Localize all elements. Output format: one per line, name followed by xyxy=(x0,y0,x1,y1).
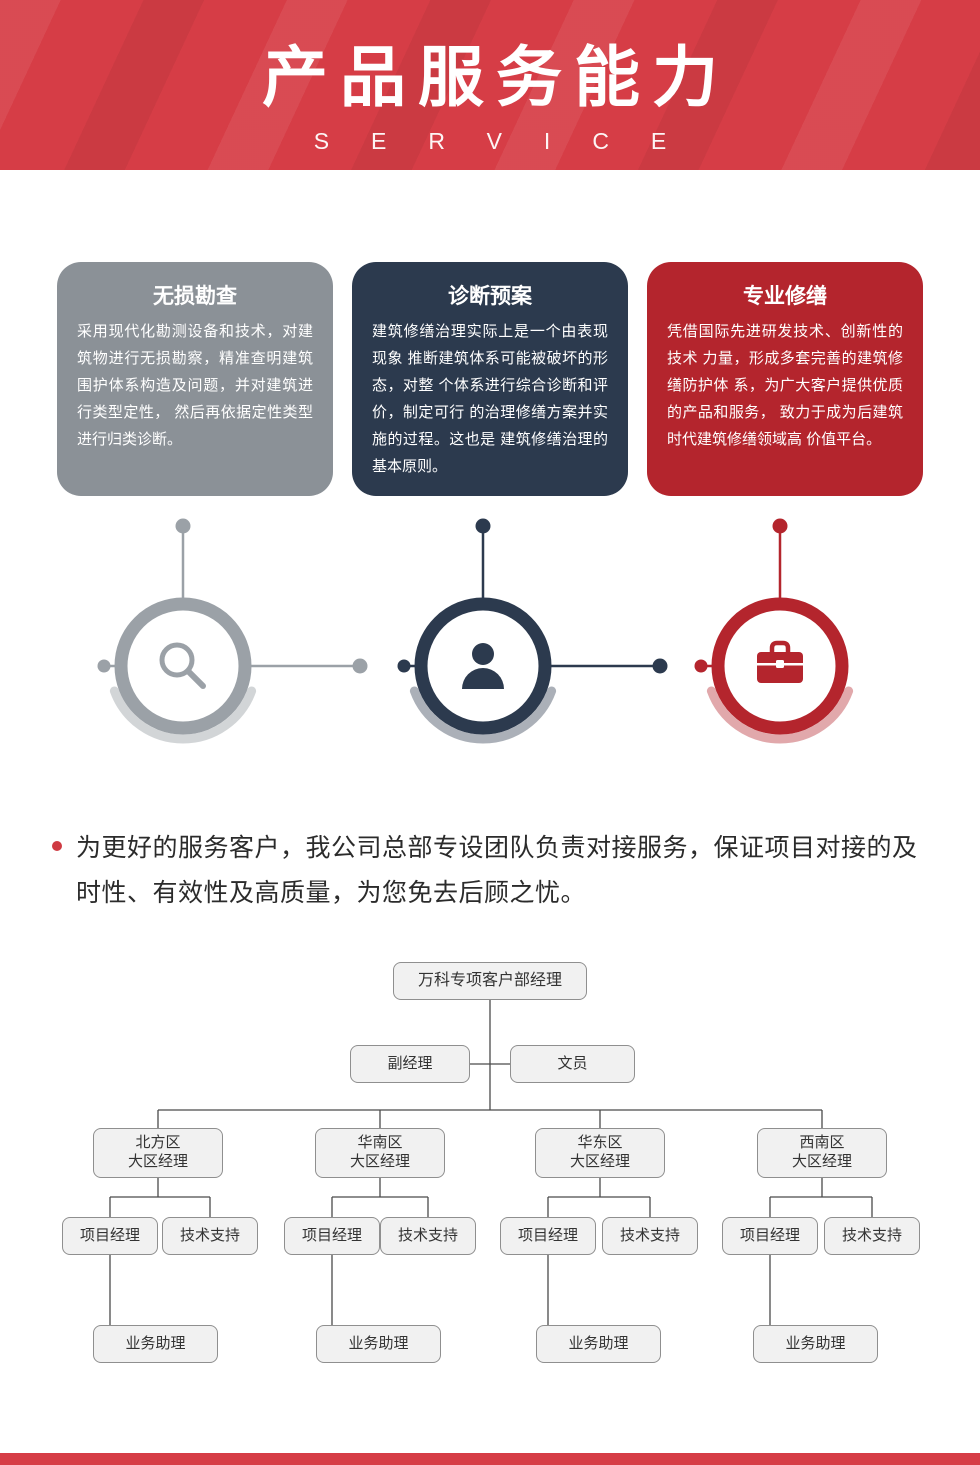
bullet-dot xyxy=(52,841,62,851)
icon-group-repair xyxy=(694,518,854,744)
org-node-ts-2: 技术支持 xyxy=(380,1217,476,1255)
org-node-label: 大区经理 xyxy=(349,1153,410,1170)
org-node-pm-2: 项目经理 xyxy=(284,1217,380,1255)
card-nondestructive-survey: 无损勘查 采用现代化勘测设备和技术，对建筑物进行无损勘察，精准查明建筑围护体系构… xyxy=(57,262,333,496)
card-body: 建筑修缮治理实际上是一个由表现现象 推断建筑体系可能被破坏的形态，对整 个体系进… xyxy=(372,323,608,475)
org-node-label: 北方区 xyxy=(135,1134,181,1152)
org-node-label: 西南区 xyxy=(799,1134,845,1152)
org-node-assistant-1: 业务助理 xyxy=(93,1325,218,1363)
org-chart: 万科专项客户部经理 副经理 文员 北方区 大区经理 华南区 大区经理 华东区 大… xyxy=(0,940,980,1365)
org-node-assistant-2: 业务助理 xyxy=(316,1325,441,1363)
org-node-label: 大区经理 xyxy=(569,1153,630,1170)
card-title: 专业修缮 xyxy=(743,285,827,308)
org-node-label: 华东区 xyxy=(577,1134,623,1152)
org-node-pm-3: 项目经理 xyxy=(500,1217,596,1255)
card-diagnosis-plan: 诊断预案 建筑修缮治理实际上是一个由表现现象 推断建筑体系可能被破坏的形态，对整… xyxy=(352,262,628,496)
org-node-root: 万科专项客户部经理 xyxy=(393,962,587,1000)
org-node-ts-4: 技术支持 xyxy=(824,1217,920,1255)
org-node-label: 大区经理 xyxy=(791,1153,852,1170)
org-node-ts-3: 技术支持 xyxy=(602,1217,698,1255)
org-chart-lines xyxy=(109,1000,873,1325)
magnifier-icon xyxy=(159,642,206,689)
org-node-region-southwest: 西南区 大区经理 xyxy=(757,1128,887,1178)
icon-group-survey xyxy=(97,518,368,744)
page-title: 产品服务能力 xyxy=(262,40,730,114)
org-node-assistant-4: 业务助理 xyxy=(753,1325,878,1363)
icon-group-diagnosis xyxy=(397,518,668,744)
card-title: 无损勘查 xyxy=(153,285,237,308)
footer-bar xyxy=(0,1453,980,1465)
org-node-pm-4: 项目经理 xyxy=(722,1217,818,1255)
card-professional-repair: 专业修缮 凭借国际先进研发技术、创新性的技术 力量，形成多套完善的建筑修缮防护体… xyxy=(647,262,923,496)
org-node-region-north: 北方区 大区经理 xyxy=(93,1128,223,1178)
org-node-pm-1: 项目经理 xyxy=(62,1217,158,1255)
card-title: 诊断预案 xyxy=(448,285,532,308)
service-note: 为更好的服务客户，我公司总部专设团队负责对接服务，保证项目对接的及时性、有效性及… xyxy=(0,826,980,915)
person-icon xyxy=(462,643,504,689)
org-node-clerk: 文员 xyxy=(510,1045,635,1083)
page-subtitle: SERVICE xyxy=(313,128,709,154)
service-note-text: 为更好的服务客户，我公司总部专设团队负责对接服务，保证项目对接的及时性、有效性及… xyxy=(76,834,918,907)
card-body: 采用现代化勘测设备和技术，对建筑物进行无损勘察，精准查明建筑围护体系构造及问题，… xyxy=(77,323,313,448)
org-node-label: 大区经理 xyxy=(127,1153,188,1170)
org-node-region-south-china: 华南区 大区经理 xyxy=(315,1128,445,1178)
org-node-deputy: 副经理 xyxy=(350,1045,470,1083)
org-node-ts-1: 技术支持 xyxy=(162,1217,258,1255)
org-node-assistant-3: 业务助理 xyxy=(536,1325,661,1363)
header-banner: 产品服务能力 SERVICE xyxy=(0,0,980,170)
org-node-region-east-china: 华东区 大区经理 xyxy=(535,1128,665,1178)
process-icons xyxy=(97,518,854,744)
briefcase-icon xyxy=(757,640,803,683)
service-cards: 无损勘查 采用现代化勘测设备和技术，对建筑物进行无损勘察，精准查明建筑围护体系构… xyxy=(0,262,980,496)
org-node-label: 华南区 xyxy=(357,1134,403,1152)
card-body: 凭借国际先进研发技术、创新性的技术 力量，形成多套完善的建筑修缮防护体 系，为广… xyxy=(667,323,903,448)
